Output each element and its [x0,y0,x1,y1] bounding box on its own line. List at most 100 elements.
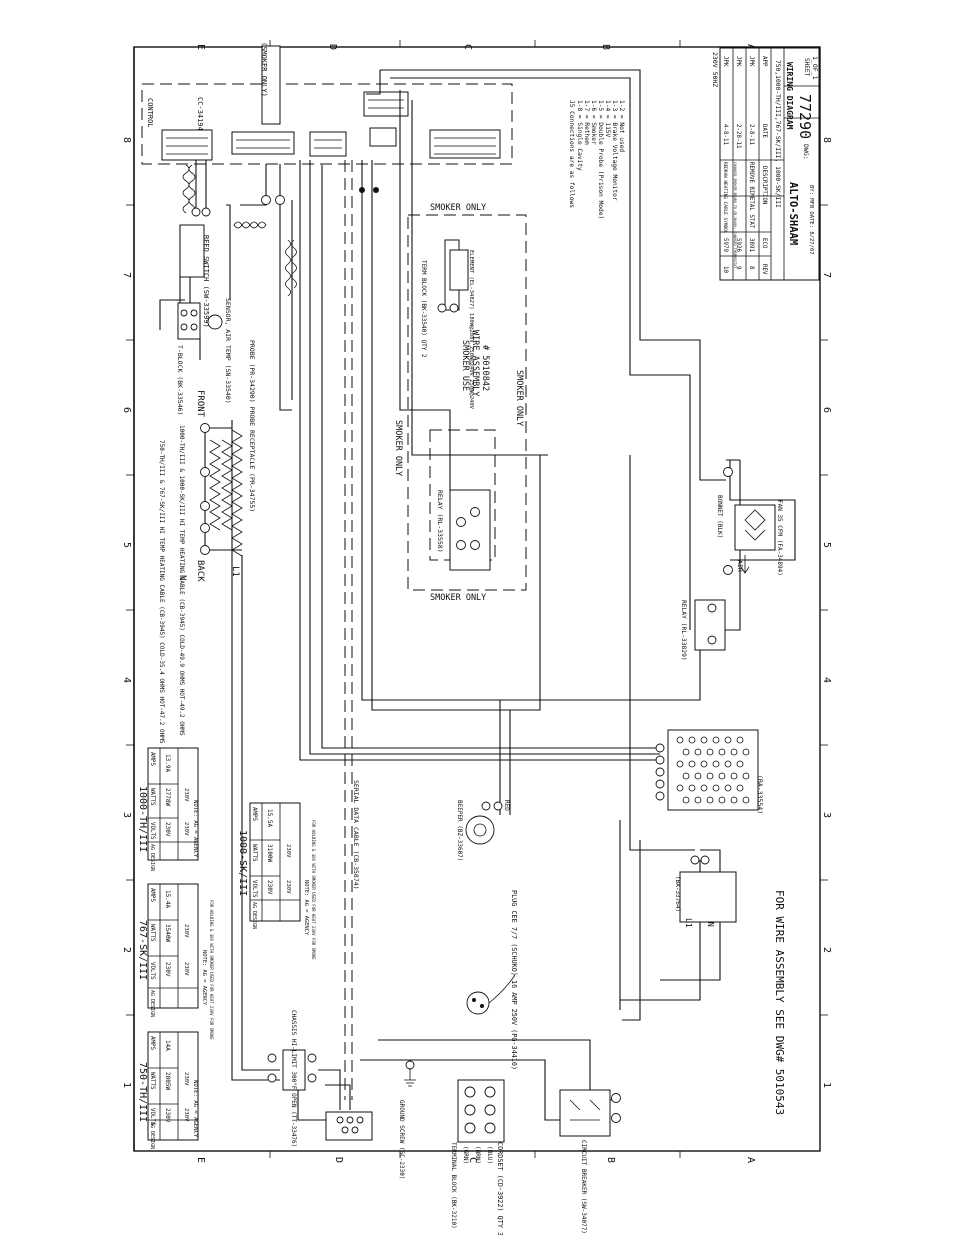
revision-description: REDRAW HEATING CABLE SYMBOL [722,162,728,234]
design-cell: 230V [183,822,189,836]
col-header-watts: WATTS [149,924,155,942]
smoker-relay-label: RELAY (RL-33558) [436,490,444,553]
col-number-2-right: 2 [821,947,832,953]
cell-volts: 230V [164,822,171,837]
fan-relay-label: RELAY (RL-33829) [680,600,687,661]
cell-amps: 15.4A [164,890,171,908]
col-header-volts: VOLTS [149,962,155,980]
design-label: AG DESIGN [149,844,155,871]
row-letter-d-bottom: D [333,1157,344,1163]
revision-rev: 8 [748,266,754,270]
design-cell: 230V [183,1108,189,1122]
col-number-5-left: 5 [121,542,132,548]
ground-screw-label: GROUND SCREW (SC-2330) [398,1100,405,1179]
company-logo-text: ALTO-SHAAM [787,182,799,245]
revision-app: JPK [748,56,754,67]
drawing-number: 77290 [796,94,814,139]
col-header-amps: AMPS [149,752,155,766]
col-number-3-right: 3 [821,812,832,818]
col-number-7-left: 7 [121,272,132,278]
rev-header: REV [761,264,767,275]
transformer-label: (BA-33764) [674,876,681,912]
col-header-amps: AMPS [149,888,155,902]
smoker-only-connector-label: (SMOKER ONLY) [260,42,268,97]
smoker-only-right: SMOKER ONLY [514,370,524,426]
spec-table-767-sk: 767-SK/III VOLTS WATTS AMPS 230V 3540W 1… [137,883,214,1040]
spec-table-1000-sk: 1000-SK/III VOLTS WATTS AMPS 230V 3100W … [237,802,316,960]
date-header: DATE [761,124,767,138]
row-letter-a-top: A [745,44,756,50]
col-number-2-left: 2 [121,947,132,953]
j5-note-line: 1-3 = Brake Voltage Monitor [611,100,618,201]
ground-screw: GROUND SCREW (SC-2330) [398,1060,416,1179]
power-plug: PLUG CEE 7/7 (SCHUKO) 16 AMP 250V (PG-34… [466,890,518,1070]
fan-label: FAN 35 CFM (FA-34894) [776,500,783,576]
heating-cable-label-1: 750-TH/III & 767-SK/III HI TEMP HEATING … [158,440,165,744]
chassis-hi-limit: CHASSIS HI-LIMIT 300°F OPEN (TT-33476) [267,1010,317,1147]
cordset-label: CORDSET (CD-3922) QTY 3 (CK-3428) [496,1142,504,1235]
revision-date: 4-8-11 [722,124,728,145]
spec-table-750-th: 750-TH/III VOLTS WATTS AMPS 230V 2805W 1… [137,1031,199,1149]
bonnet-label: BONNET (BLK) [716,495,723,538]
col-number-7-right: 7 [821,272,832,278]
back-label: BACK [195,560,205,582]
design-label: AG DESIGN [149,990,155,1017]
row-letter-e-bottom: E [195,1157,206,1163]
smoker-assembly-line-2: WIRE ASSEMBLY [470,330,480,397]
j5-note-line: 1-5 = Double Probe (Prison Mode) [597,100,604,219]
cell-watts: 3100W [266,844,273,862]
row-letter-b-top: B [600,44,611,50]
smoker-assembly-line-1: SMOKER USE [460,340,470,391]
cell-amps: 15.5A [266,809,273,827]
col-header-amps: AMPS [149,1036,155,1050]
cell-watts: 2805W [164,1072,171,1090]
table-sub-note: FOR HOLDING & 300 WITH SMOKER USED FOR H… [311,820,316,960]
revision-row: 9 5926 CHANGED SMOKER BOARD TO CB-36404;… [733,56,741,270]
col-number-1-right: 1 [821,1082,832,1088]
probe-receptacle-label: PROBE (PR-34290) PROBE RECEPTACLE (PR-34… [248,340,256,512]
t-block: T-BLOCK (BK-33546) [176,302,201,415]
row-letter-c-bottom: C [467,1157,478,1163]
serial-data-cable-label: SERIAL DATA CABLE (CB-35874) [352,780,360,890]
design-label: AG DESIGN [251,902,257,929]
title-block: 230V 50HZ ALTO-SHAAM WIRING DIAGRAM DWG:… [711,47,820,281]
table-sub-note: FOR HOLDING & 300 WITH SMOKER USED FOR H… [209,900,214,1040]
app-header: APP [761,56,767,67]
transformer-n: N [706,922,715,927]
row-letter-e-top: E [195,44,206,50]
cell-amps: 13.9A [164,754,171,772]
control-part-number: CC-34194 [196,97,204,131]
j5-note-line: 1-4 = 115V [604,100,611,138]
design-label: AG DESIGN [149,1122,155,1149]
revision-rev: 10 [722,266,728,273]
col-header-amps: AMPS [251,807,257,821]
heating-cable-label-2: 1000-TH/III & 1000-SK/III HI TEMP HEATIN… [178,425,185,736]
revision-eco: 5926 [735,238,741,252]
row-letter-a-bottom: A [745,1157,756,1163]
revision-eco: 3891 [748,238,754,252]
row-letter-b-bottom: B [605,1157,616,1163]
reed-switch-label: REED SWITCH (SW-33599) [202,235,210,328]
wire-color-brn: (BRN) [474,1146,481,1164]
design-cell: 230V [183,788,189,802]
col-number-3-left: 3 [121,812,132,818]
fan-assembly: BONNET (BLK) FAN 35 CFM (FA-34894) AIR [716,460,796,576]
plug-label: PLUG CEE 7/7 (SCHUKO) 16 AMP 250V (PG-34… [510,890,518,1070]
revision-app: JPK [735,56,741,67]
smoker-wire-assembly: SMOKER ONLY SMOKER ONLY SMOKER ONLY SMOK… [393,203,527,603]
col-header-volts: VOLTS [251,880,257,898]
dwg-label: DWG: [802,144,810,160]
col-number-8-left: 8 [121,137,132,143]
reed-switch: REED SWITCH (SW-33599) [179,224,210,328]
design-cell: 230V [183,962,189,976]
model-line: 750,1000-TH/III,767-SK/III, 1000-SK/III [774,60,781,208]
table-title: 767-SK/III [137,920,148,980]
revision-date: 2-28-11 [735,124,741,149]
beeper-red-label: RED [503,800,510,811]
j5-notes-heading: J5 Connections are as follows [568,100,575,208]
cell-volts: 230V [266,880,273,895]
serial-connector [325,1111,373,1141]
drawn-by: BY: MFB DATE: 8/27/07 [808,185,814,255]
row-letter-d-top: D [327,44,338,50]
line1-label: L1 [230,566,240,577]
